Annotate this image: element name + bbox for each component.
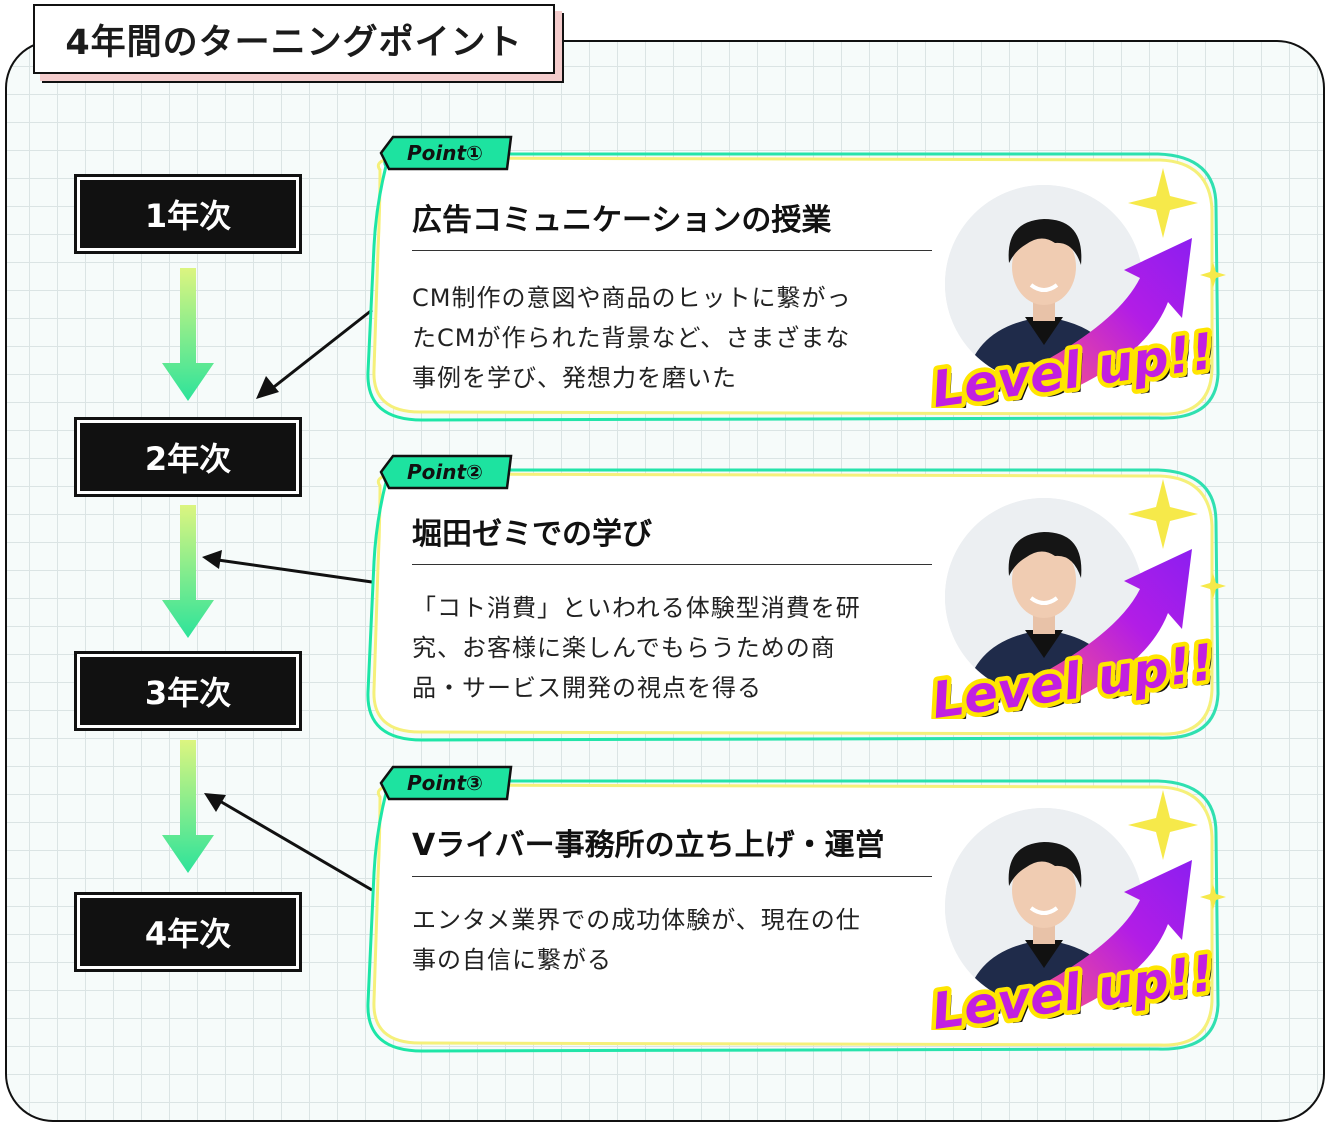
level-up-decor-1: Level up!! Level up!! Level up!!	[924, 168, 1230, 423]
point-3-description: エンタメ業界での成功体験が、現在の仕 事の自信に繋がる	[412, 900, 932, 980]
sparkle-small-icon	[1200, 573, 1226, 599]
point-2-desc-line: 「コト消費」といわれる体験型消費を研	[412, 594, 861, 622]
level-up-arrow-icon	[1050, 238, 1192, 390]
point-1-desc-line: 事例を学び、発想力を磨いた	[412, 364, 737, 392]
level-up-arrow-icon	[1050, 860, 1192, 1012]
point-2-description: 「コト消費」といわれる体験型消費を研 究、お客様に楽しんでもらうための商 品・サ…	[412, 588, 932, 708]
point-badge-1: Point①	[375, 134, 515, 172]
sparkle-large-icon	[1128, 168, 1198, 238]
point-3-title: Vライバー事務所の立ち上げ・運営	[412, 828, 885, 863]
down-arrow-2	[162, 505, 214, 638]
point-badge-2-text: Point②	[407, 460, 483, 484]
point-2-desc-line: 品・サービス開発の視点を得る	[412, 674, 762, 702]
year-4-label: 4年次	[74, 892, 302, 972]
sparkle-small-icon	[1200, 262, 1226, 288]
year-3-label: 3年次	[74, 651, 302, 731]
page-title: 4年間のターニングポイント	[65, 22, 523, 63]
level-up-text: Level up!!	[930, 633, 1217, 719]
down-arrow-1	[162, 268, 214, 401]
year-2-label: 2年次	[74, 417, 302, 497]
point-3-divider	[412, 876, 932, 877]
level-up-text: Level up!!	[930, 322, 1217, 408]
point-badge-3-text: Point③	[407, 771, 483, 795]
point-1-description: CM制作の意図や商品のヒットに繋がっ たCMが作られた背景など、さまざまな 事例…	[412, 278, 932, 398]
level-up-text: Level up!!	[930, 944, 1217, 1030]
point-badge-2: Point②	[375, 453, 515, 491]
point-1-divider	[412, 250, 932, 251]
level-up-decor-3: Level up!! Level up!! Level up!!	[924, 790, 1230, 1045]
year-1-label: 1年次	[74, 174, 302, 254]
point-badge-3: Point③	[375, 764, 515, 802]
point-1-desc-line: CM制作の意図や商品のヒットに繋がっ	[412, 284, 852, 312]
sparkle-large-icon	[1128, 790, 1198, 860]
sparkle-small-icon	[1200, 884, 1226, 910]
level-up-decor-2: Level up!! Level up!! Level up!!	[924, 479, 1230, 734]
point-1-title: 広告コミュニケーションの授業	[412, 203, 832, 238]
point-2-title: 堀田ゼミでの学び	[412, 517, 652, 552]
point-3-desc-line: 事の自信に繋がる	[412, 946, 612, 974]
level-up-arrow-icon	[1050, 549, 1192, 701]
point-badge-1-text: Point①	[407, 141, 483, 165]
student-photo-3	[945, 808, 1143, 1006]
point-2-divider	[412, 564, 932, 565]
point-1-desc-line: たCMが作られた背景など、さまざまな	[412, 324, 851, 352]
sparkle-large-icon	[1128, 479, 1198, 549]
point-2-desc-line: 究、お客様に楽しんでもらうための商	[412, 634, 836, 662]
title-box: 4年間のターニングポイント	[33, 4, 555, 74]
point-3-desc-line: エンタメ業界での成功体験が、現在の仕	[412, 906, 861, 934]
down-arrow-3	[162, 740, 214, 873]
